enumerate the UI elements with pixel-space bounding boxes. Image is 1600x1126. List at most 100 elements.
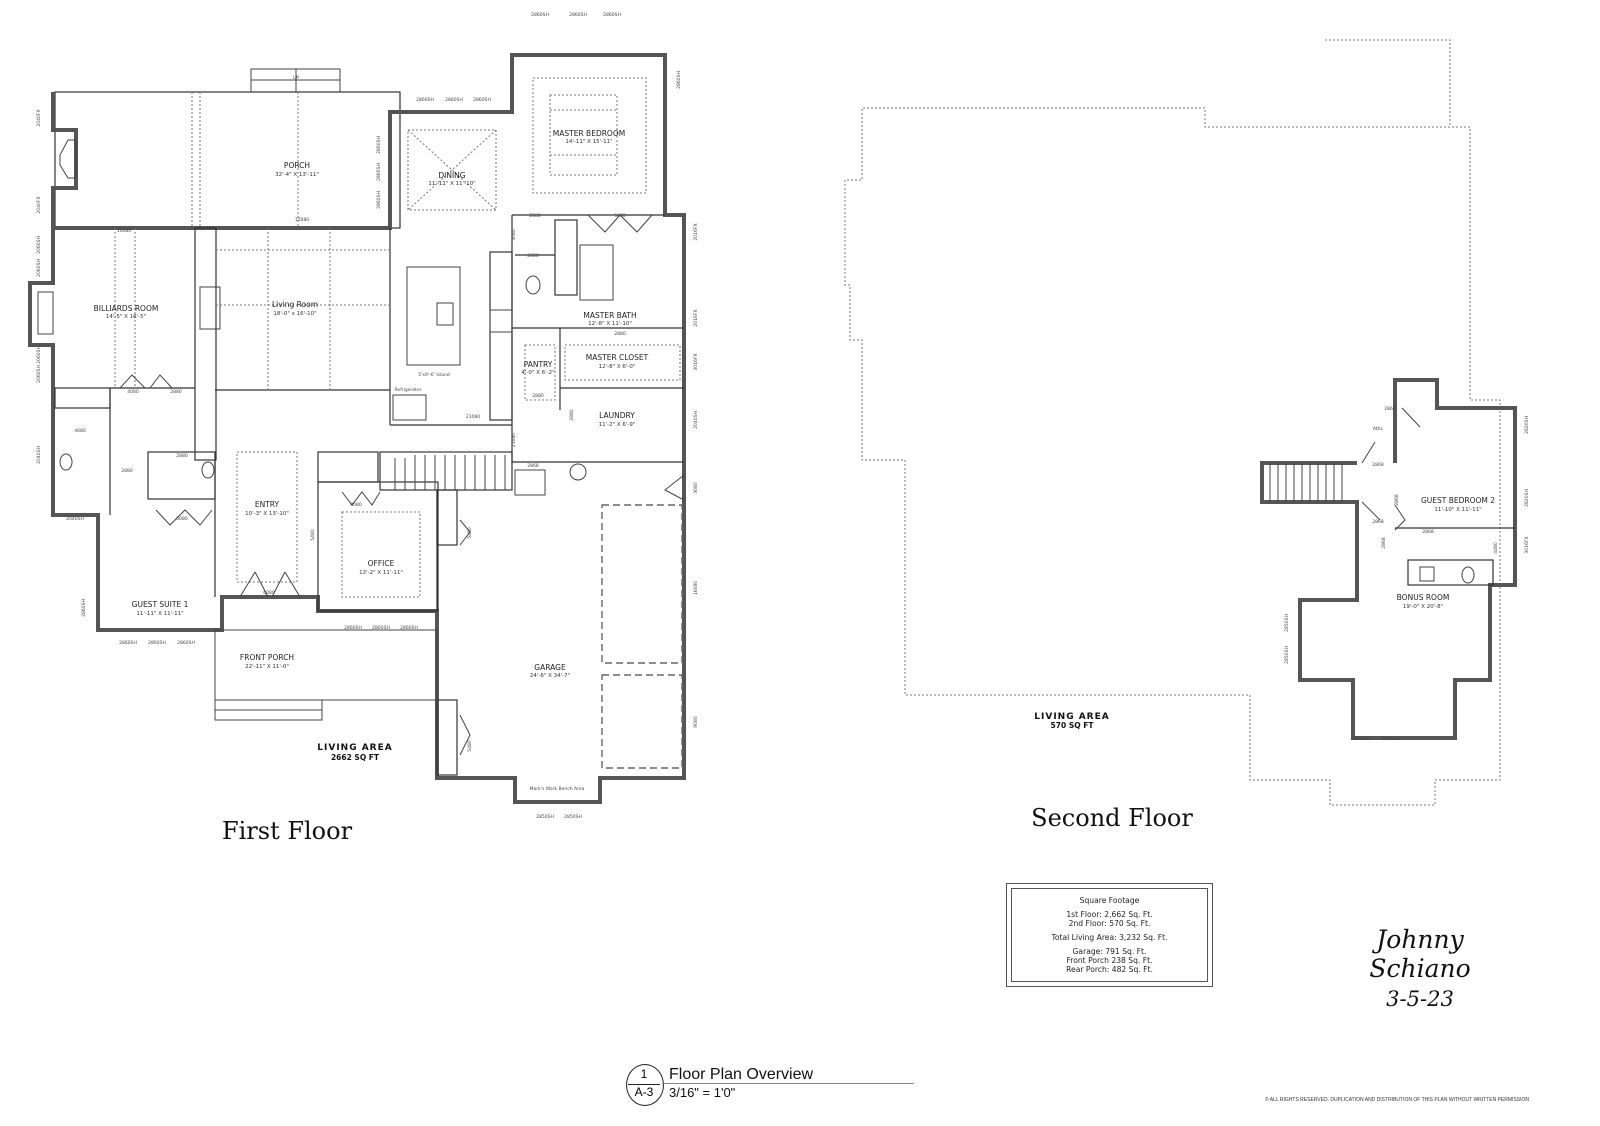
door-label: 5480 (310, 529, 316, 541)
window-label: 2016FX (693, 309, 699, 326)
room-name-office: OFFICE (368, 559, 395, 568)
door-label: 21080 (466, 414, 480, 420)
garage-parking-bay (601, 504, 683, 664)
second-living-area-label: LIVING AREA (1034, 712, 1109, 722)
signature: Johnny Schiano 3-5-23 (1335, 925, 1505, 1011)
signature-date: 3-5-23 (1386, 987, 1454, 1011)
window-label: 2860SH (119, 640, 137, 646)
window-label: 2860SH (569, 12, 587, 18)
room-dims-laundry: 11'-2" X 6'-9" (599, 422, 636, 428)
room-dims-garage: 24'-6" X 34'-7" (530, 673, 570, 679)
sqft-front-porch: Front Porch 238 Sq. Ft. (1066, 956, 1153, 965)
room-name-porch: PORCH (284, 161, 310, 170)
door-label: 9080 (693, 716, 699, 728)
drawing-scale: 3/16" = 1'0" (669, 1085, 736, 1100)
room-dims-entry: 10'-3" X 13'-10" (245, 511, 289, 517)
garage-parking-bay (601, 674, 683, 769)
drawing-title: Floor Plan Overview (669, 1066, 814, 1083)
door-label: 16080 (693, 581, 699, 595)
sqft-rear-porch: Rear Porch: 482 Sq. Ft. (1066, 965, 1153, 974)
room-dims-office: 12'-2" X 11'-11" (359, 570, 403, 576)
room-dims-guest-suite: 11'-11" X 11'-11" (136, 611, 183, 617)
window-label: 2860SH (372, 625, 390, 631)
door-label: 2868 (1372, 462, 1384, 468)
interior-walls (54, 214, 684, 776)
window-label: 2860SH (603, 12, 621, 18)
first-floor-title: First Floor (222, 817, 353, 845)
room-name-master-bedroom: MASTER BEDROOM (553, 129, 625, 138)
toilet-icon (1461, 566, 1475, 584)
first-floor-plan: UP (28, 12, 699, 845)
door-label: 2868 (1381, 537, 1387, 549)
detail-callout-circle (626, 1064, 664, 1106)
door-label: 4080 (350, 502, 362, 508)
second-living-area-value: 570 SQ FT (1051, 721, 1095, 730)
title-underline (662, 1083, 914, 1084)
window-label: 2016FX (693, 223, 699, 240)
door-label: 2880 (569, 409, 575, 421)
refrigerator-label: Refrigerator (395, 387, 422, 393)
door-label: 2880 (527, 253, 539, 259)
window-label: 2860SH (400, 625, 418, 631)
room-name-master-bath: MASTER BATH (583, 311, 636, 320)
main-stair (394, 455, 546, 496)
living-area-label: LIVING AREA (317, 743, 392, 753)
door-label: 2868 (1422, 529, 1434, 535)
window-label: 2040SH (36, 446, 42, 464)
toilet-icon (525, 275, 541, 295)
refrigerator-icon (392, 394, 427, 421)
room-name-laundry: LAUNDRY (599, 411, 635, 420)
exterior-wall-east (53, 53, 686, 462)
sink-icon (436, 302, 454, 326)
room-name-living: Living Room (272, 300, 318, 309)
window-label: 2860SH (473, 97, 491, 103)
window-label: 2820SH (1524, 416, 1530, 434)
door-label: 2880 (121, 468, 133, 474)
window-label: 2850SH (564, 814, 582, 820)
room-name-entry: ENTRY (255, 500, 280, 509)
window-label: 2860SH (376, 136, 382, 154)
room-name-bonus: BONUS ROOM (1397, 593, 1450, 602)
window-label: 2860SH (81, 599, 87, 617)
door-label: 2868 (527, 463, 539, 469)
door-label: 6080 (263, 590, 275, 596)
window-label: 2820SH (1524, 489, 1530, 507)
square-footage-table: Square Footage 1st Floor: 2,662 Sq. Ft. … (1006, 883, 1213, 987)
door-label: 15080 (295, 217, 309, 223)
window-label: 2860SH (177, 640, 195, 646)
window-label: 2040SH (66, 516, 84, 522)
sqft-heading: Square Footage (1079, 896, 1140, 905)
window-label: 2860SH (344, 625, 362, 631)
sink-icon (1419, 566, 1435, 582)
door-label: 4080 (127, 389, 139, 395)
room-name-garage: GARAGE (534, 663, 566, 672)
second-floor-plan: Attic GUEST BEDROOM 2 11'-10" X 11'-11" … (844, 39, 1530, 832)
door-label: 2868 (1394, 494, 1400, 506)
door-label: 2880 (614, 331, 626, 337)
door-label: 2880 (532, 393, 544, 399)
window-label: 3016FX (1524, 536, 1530, 553)
room-name-billiards: BILLIARDS ROOM (94, 304, 159, 313)
window-label: 2060SH (36, 259, 42, 277)
signature-name: Johnny Schiano (1369, 925, 1471, 983)
door-label: 2880 (170, 389, 182, 395)
sqft-first-floor: 1st Floor: 2,662 Sq. Ft. (1066, 910, 1153, 919)
door-label: 3080 (511, 229, 517, 241)
window-label: 2040SH (693, 411, 699, 429)
door-label: 5480 (467, 740, 473, 752)
door-label: 5480 (614, 213, 626, 219)
door-label: 2880 (176, 453, 188, 459)
exterior-wall-west (28, 92, 686, 804)
window-label: 2860SH (531, 12, 549, 18)
door-swings (119, 214, 685, 756)
door-label: 21080 (511, 433, 517, 447)
sqft-second-floor: 2nd Floor: 570 Sq. Ft. (1068, 919, 1151, 928)
door-label: 5080 (176, 516, 188, 522)
window-label: 2060SH (36, 365, 42, 383)
range-icon (489, 309, 513, 333)
first-floor-door-labels: 15080 10080 4080 2880 4680 2880 2880 508… (74, 213, 699, 752)
window-label: 2860SH (376, 191, 382, 209)
room-name-front-porch: FRONT PORCH (240, 653, 294, 662)
room-dims-dining: 11'-11" X 11'-10" (428, 181, 475, 187)
